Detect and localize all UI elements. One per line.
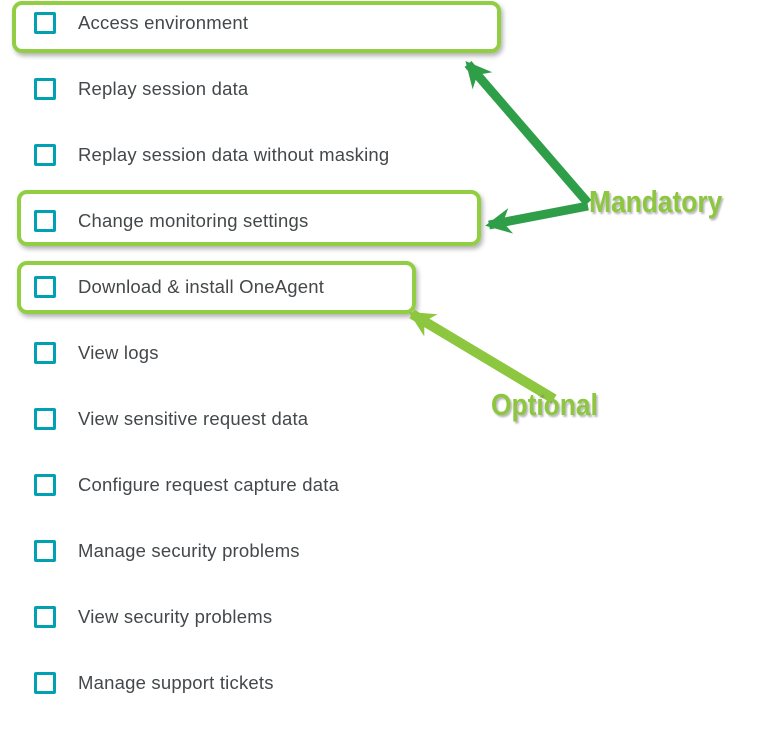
mandatory-annotation-label: Mandatory xyxy=(589,184,723,219)
permission-label: Replay session data xyxy=(78,78,249,99)
permission-checkbox[interactable] xyxy=(34,144,56,166)
permission-checkbox[interactable] xyxy=(34,408,56,430)
permission-checkbox[interactable] xyxy=(34,78,56,100)
list-item: View logs xyxy=(34,341,159,365)
permission-checkbox[interactable] xyxy=(34,606,56,628)
permission-label: Access environment xyxy=(78,12,249,33)
permission-label: Change monitoring settings xyxy=(78,210,309,231)
list-item: View sensitive request data xyxy=(34,407,308,431)
permission-checkbox[interactable] xyxy=(34,210,56,232)
mandatory-arrow-bottom xyxy=(485,201,589,234)
list-item: Configure request capture data xyxy=(34,473,339,497)
list-item: Download & install OneAgent xyxy=(34,275,324,299)
permission-checkbox[interactable] xyxy=(34,276,56,298)
permission-label: Replay session data without masking xyxy=(78,144,390,165)
permission-label: View security problems xyxy=(78,606,273,627)
permission-checkbox[interactable] xyxy=(34,342,56,364)
list-item: Change monitoring settings xyxy=(34,209,308,233)
permission-checkbox[interactable] xyxy=(34,540,56,562)
permission-label: View logs xyxy=(78,342,159,363)
list-item: Replay session data xyxy=(34,77,248,101)
permission-label: Download & install OneAgent xyxy=(78,276,325,297)
permission-label: View sensitive request data xyxy=(78,408,309,429)
list-item: Manage security problems xyxy=(34,539,300,563)
list-item: Access environment xyxy=(34,11,248,35)
permission-label: Configure request capture data xyxy=(78,474,340,495)
permission-checkbox[interactable] xyxy=(34,672,56,694)
mandatory-arrow-top xyxy=(464,61,592,206)
permission-label: Manage security problems xyxy=(78,540,300,561)
permission-label: Manage support tickets xyxy=(78,672,274,693)
list-item: Manage support tickets xyxy=(34,671,274,695)
permission-checkbox[interactable] xyxy=(34,474,56,496)
permission-checkbox[interactable] xyxy=(34,12,56,34)
list-item: Replay session data without masking xyxy=(34,143,389,167)
optional-annotation-label: Optional xyxy=(491,387,598,422)
list-item: View security problems xyxy=(34,605,272,629)
